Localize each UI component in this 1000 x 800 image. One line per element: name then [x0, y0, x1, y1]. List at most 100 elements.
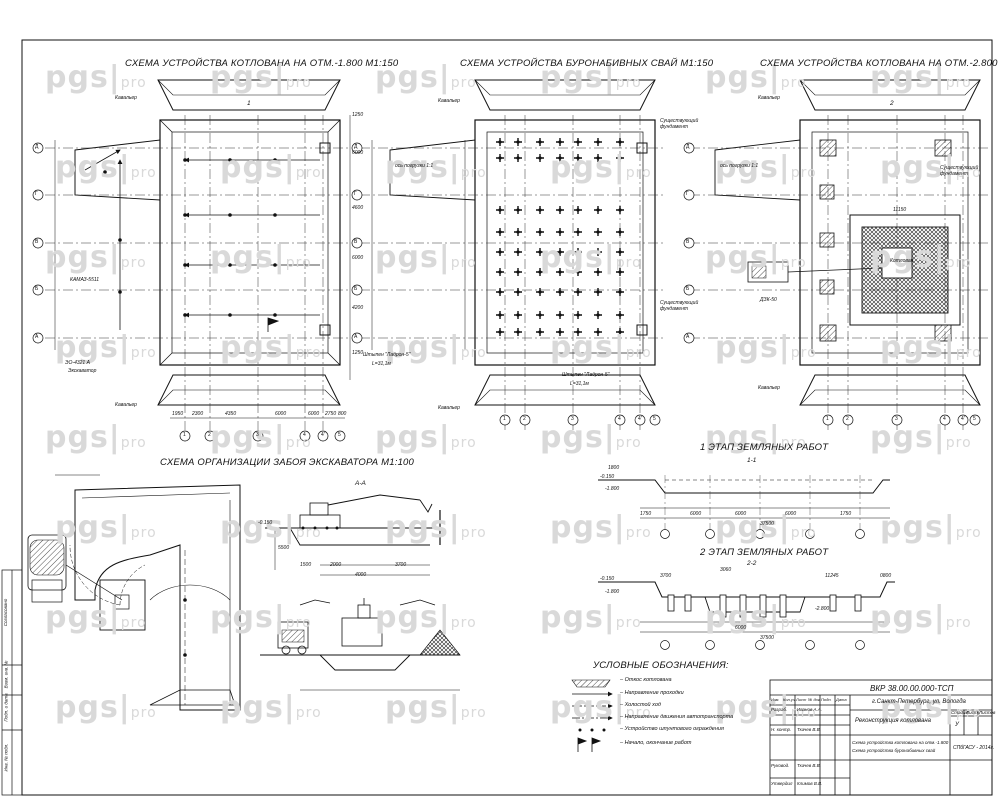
label-dzk: ДЗК-50: [760, 297, 777, 303]
watermark: pgs|pro: [45, 420, 147, 455]
dimension-value: -0.150: [258, 520, 273, 526]
cut-marker-1: 1: [247, 100, 251, 107]
pile-center: [538, 230, 542, 234]
title-block-person: Климов В.В.: [797, 781, 823, 786]
watermark: pgs|pro: [55, 510, 157, 545]
watermark: pgs|pro: [220, 510, 322, 545]
watermark: pgs|pro: [375, 420, 477, 455]
side-stamp-frame: [1, 569, 23, 796]
axis-col-label: 4: [303, 432, 306, 438]
pile-center: [576, 313, 580, 317]
title-pit-1800: СХЕМА УСТРОЙСТВА КОТЛОВАНА НА ОТМ.-1.800…: [125, 58, 399, 69]
label-slope-2: ось погрузки 1:1: [720, 163, 759, 169]
pile-center: [596, 250, 600, 254]
title-section-aa: А-А: [355, 480, 366, 487]
axis-col-label: 4': [638, 416, 642, 422]
label-pile-len-2: L=31,1м: [570, 381, 589, 387]
watermark: pgs|pro: [870, 420, 972, 455]
dimension-value: -0.150: [600, 576, 615, 582]
stage-header: Стадия: [951, 710, 968, 715]
title-block-role: Руковод.: [771, 763, 790, 768]
dimension-value: 1750: [840, 511, 852, 517]
pile-center: [596, 330, 600, 334]
axis-col-label: 1: [503, 416, 506, 422]
watermark: pgs|pro: [540, 240, 642, 275]
watermark: pgs|pro: [385, 330, 487, 365]
axis-col-label: 2: [846, 416, 849, 422]
title-block-person: Ткачев В.В.: [797, 727, 821, 732]
watermark: pgs|pro: [880, 510, 982, 545]
watermark: pgs|pro: [705, 600, 807, 635]
label-kavalier-5: Кавальер: [758, 95, 780, 101]
pile-center: [558, 270, 562, 274]
axis-col-label: 1: [826, 416, 829, 422]
pile-center: [576, 140, 580, 144]
sheet-header: Лист: [966, 710, 978, 715]
pile-center: [596, 290, 600, 294]
label-existing-foundation-3: Существующий фундамент: [940, 165, 979, 177]
pile-center: [498, 313, 502, 317]
dimension-value: 1800: [608, 465, 620, 471]
watermark: pgs|pro: [705, 420, 807, 455]
pile-center: [516, 290, 520, 294]
legend-item: – Направление проходки: [620, 690, 684, 696]
axis-row-label: В: [686, 239, 690, 245]
organization: СПбГАСУ - 2014г.: [953, 745, 995, 751]
object-name: Реконструкция котлована: [855, 718, 932, 724]
pile-center: [596, 156, 600, 160]
dimension-value: 2000: [330, 562, 342, 568]
label-excavator: ЭО-4321 А: [65, 360, 90, 366]
pile-center: [558, 250, 562, 254]
pile-center: [576, 270, 580, 274]
watermark: pgs|pro: [550, 150, 652, 185]
watermark: pgs|pro: [880, 330, 982, 365]
doc-code: ВКР 38.00.00.000-ТСП: [870, 684, 954, 693]
dimension-value: -0.150: [600, 474, 615, 480]
label-kavalier-4: Кавальер: [438, 405, 460, 411]
watermark: pgs|pro: [880, 150, 982, 185]
pile-center: [538, 250, 542, 254]
label-kavalier-6: Кавальер: [758, 385, 780, 391]
watermark: pgs|pro: [55, 330, 157, 365]
pile-center: [516, 270, 520, 274]
title-block-header-cell: Изм.: [771, 697, 780, 702]
watermark: pgs|pro: [210, 420, 312, 455]
title-pit-2800: СХЕМА УСТРОЙСТВА КОТЛОВАНА НА ОТМ.-2.800…: [760, 58, 1000, 69]
watermark: pgs|pro: [550, 510, 652, 545]
label-kavalier-2: Кавальер: [115, 402, 137, 408]
pile-center: [538, 140, 542, 144]
pile-center: [576, 156, 580, 160]
dimension-value: 37500: [760, 635, 774, 641]
watermark: pgs|pro: [705, 60, 807, 95]
axis-row-label: Д: [686, 144, 690, 150]
dimension-value: 1250: [352, 112, 364, 118]
pile-center: [618, 270, 622, 274]
label-excavator-sub: Экскаватор: [68, 368, 97, 374]
title-block-frame: [769, 679, 993, 796]
watermark: pgs|pro: [715, 150, 817, 185]
watermark: pgs|pro: [45, 60, 147, 95]
dimension-value: 0800: [880, 573, 892, 579]
pile-center: [538, 208, 542, 212]
plan-bored-piles: [351, 79, 665, 430]
title-block-header-cell: Подп.: [821, 697, 832, 702]
pile-center: [618, 250, 622, 254]
title-stage-1: 1 ЭТАП ЗЕМЛЯНЫХ РАБОТ: [700, 442, 829, 453]
plan-pit-2800: [683, 79, 990, 430]
pile-center: [516, 330, 520, 334]
side-stamp-label: Взам. инв. №: [3, 660, 9, 689]
watermark: pgs|pro: [550, 330, 652, 365]
axis-row-label: В: [35, 239, 39, 245]
axis-col-label: 3: [895, 416, 898, 422]
axis-col-label: 1: [183, 432, 186, 438]
axis-row-label: Д: [35, 144, 39, 150]
pile-center: [538, 330, 542, 334]
dimension-value: 4600: [352, 205, 364, 211]
axis-col-label: 5: [338, 432, 341, 438]
dimension-value: -1.800: [605, 589, 620, 595]
pile-center: [558, 330, 562, 334]
pile-center: [576, 230, 580, 234]
pile-center: [516, 230, 520, 234]
axis-row-label: Г: [354, 191, 357, 197]
dimension-value: 3700: [395, 562, 407, 568]
